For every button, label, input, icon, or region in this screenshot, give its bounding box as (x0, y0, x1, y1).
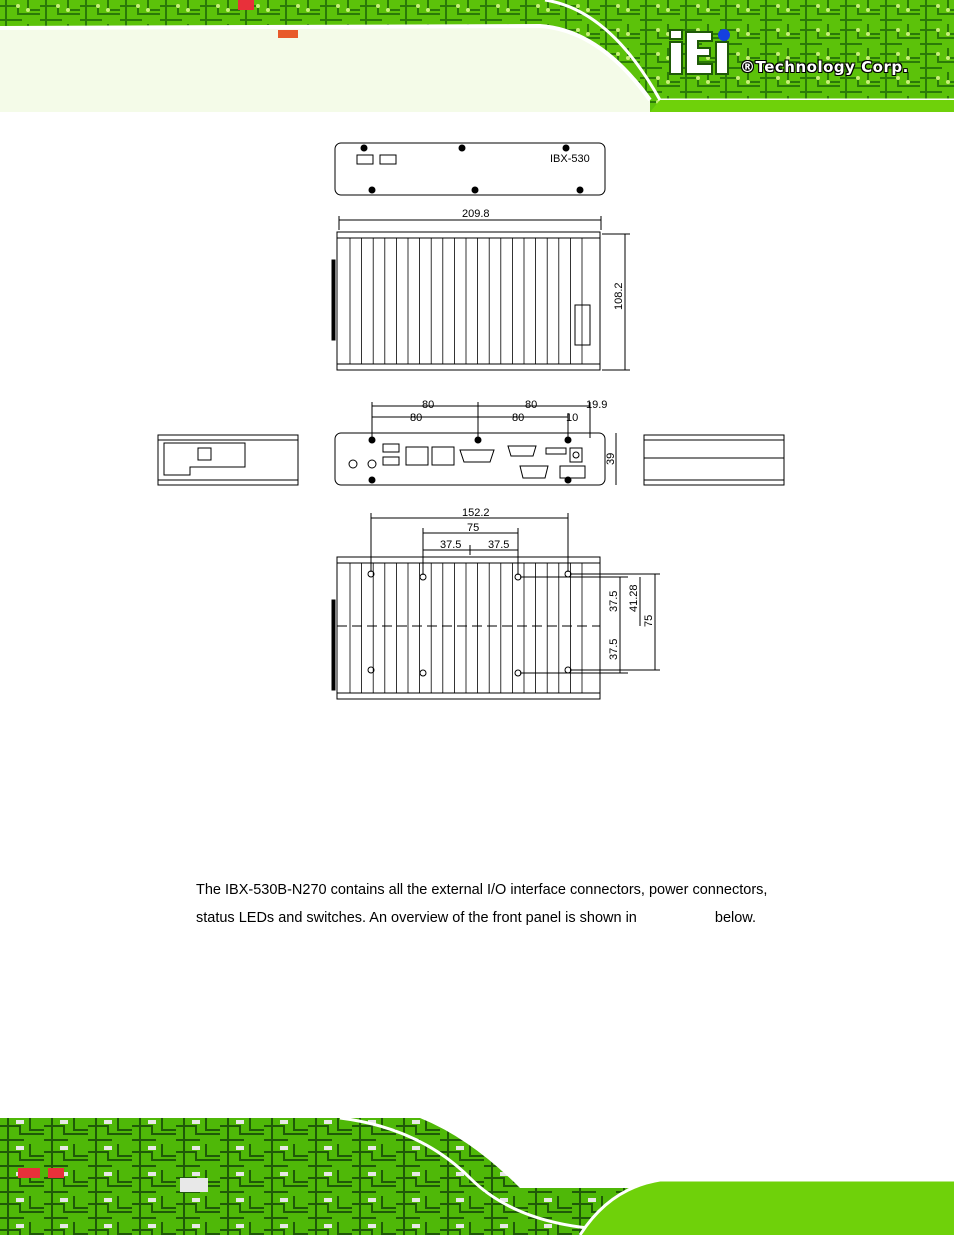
front-view: 80 80 80 80 10 19.9 39 (334, 399, 617, 486)
body-line-2-start: status LEDs and switches. An overview of… (196, 910, 637, 926)
body-line-2-end: below. (714, 910, 756, 926)
circuit-board-header-graphic (0, 0, 954, 112)
top-view-label: IBX-530 (550, 153, 590, 165)
logo-tagline: ®Technology Corp. (740, 58, 909, 76)
body-line-2: status LEDs and switches. An overview of… (196, 904, 836, 932)
dim-152-2: 152.2 (462, 507, 490, 519)
page-header: ®Technology Corp. (0, 0, 954, 112)
dim-80-b: 80 (525, 399, 537, 411)
dim-37-5-d: 37.5 (608, 639, 620, 660)
dimensions-drawing: IBX-530 209.8 108.2 80 80 80 80 10 19.9 … (157, 142, 785, 700)
dim-37-5-c: 37.5 (608, 591, 620, 612)
dim-37-5-a: 37.5 (440, 539, 461, 551)
side-view: 209.8 108.2 (331, 208, 630, 371)
dim-37-5-b: 37.5 (488, 539, 509, 551)
dim-19-9: 19.9 (586, 399, 607, 411)
iei-logo-mark (669, 29, 730, 75)
dim-80-a: 80 (422, 399, 434, 411)
right-profile-view (643, 434, 785, 486)
circuit-board-footer-graphic (0, 1118, 954, 1235)
dim-75-side: 75 (643, 615, 655, 627)
top-view: IBX-530 (334, 142, 606, 196)
page-footer (0, 1118, 954, 1235)
bottom-view: 152.2 75 37.5 37.5 37.5 37.5 41.28 75 (331, 507, 660, 700)
dim-75-top: 75 (467, 522, 479, 534)
body-line-1: The IBX-530B-N270 contains all the exter… (196, 882, 768, 898)
front-panel-description: The IBX-530B-N270 contains all the exter… (196, 876, 836, 932)
dim-10: 10 (566, 412, 578, 424)
dim-41-28: 41.28 (628, 584, 640, 612)
iei-logo: ®Technology Corp. (668, 28, 938, 88)
dim-209-8: 209.8 (462, 208, 490, 220)
dim-80-c: 80 (410, 412, 422, 424)
dim-39: 39 (605, 453, 617, 465)
left-profile-view (157, 434, 299, 486)
dim-108-2: 108.2 (613, 282, 625, 310)
dim-80-d: 80 (512, 412, 524, 424)
